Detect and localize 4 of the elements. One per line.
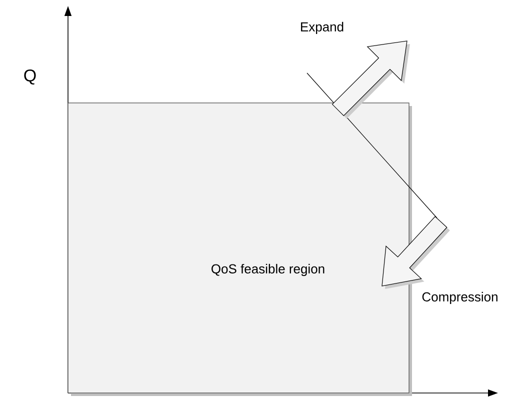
direction-label: Compression xyxy=(422,292,498,304)
axis-label: Q xyxy=(24,69,36,85)
direction-label: Expand xyxy=(301,22,344,34)
region-box: QoS feasible region xyxy=(68,102,412,396)
